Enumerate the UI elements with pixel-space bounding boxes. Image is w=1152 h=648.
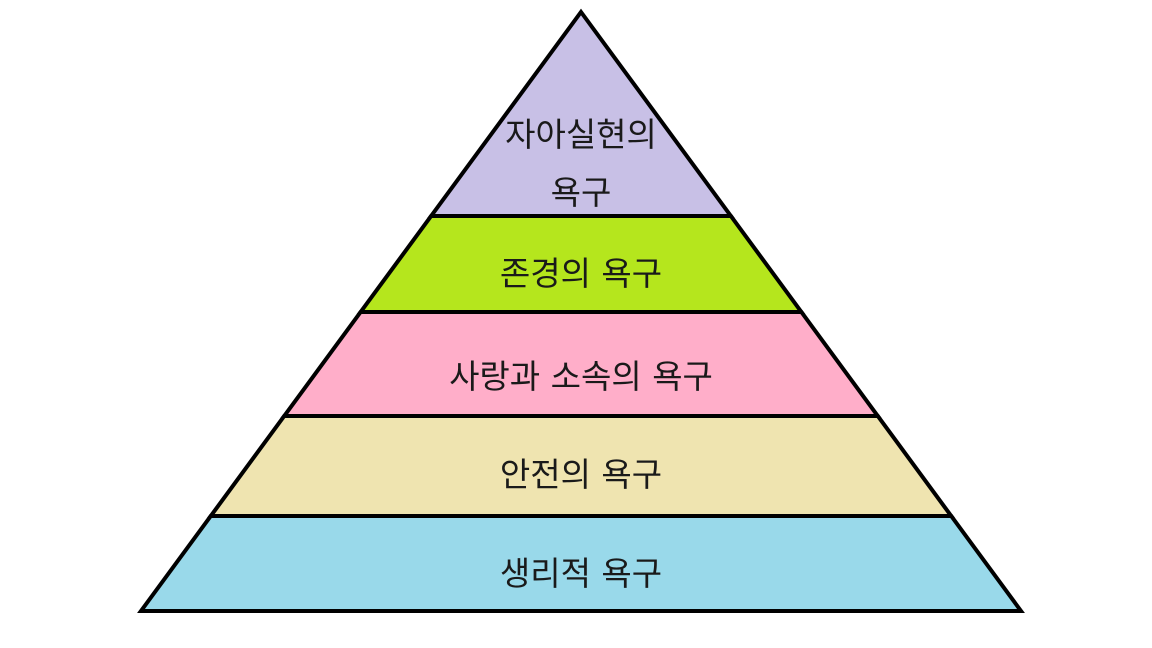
tier-3-label-line-1: 사랑과 소속의 욕구 <box>449 357 713 396</box>
tier-4-label-line-1: 안전의 욕구 <box>500 455 662 494</box>
tier-2-label-line-1: 존경의 욕구 <box>500 254 662 293</box>
pyramid-tier-5 <box>137 514 1025 613</box>
tier-1-label-line-2: 욕구 <box>551 173 612 212</box>
tier-1-label-line-1: 자아실현의 <box>505 115 657 154</box>
tier-5-label-line-1: 생리적 욕구 <box>500 554 662 593</box>
pyramid-tiers <box>137 8 1025 613</box>
